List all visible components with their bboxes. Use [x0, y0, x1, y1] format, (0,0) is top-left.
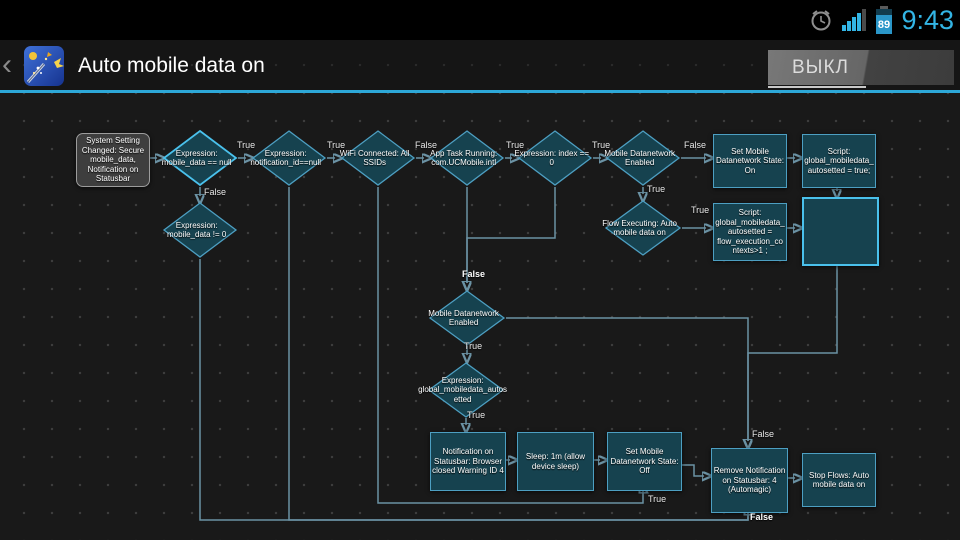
connection-label: False: [684, 140, 707, 150]
node-label: Mobile Datanetwork Enabled: [604, 148, 676, 168]
node-action-script-autosetted-contexts[interactable]: Script: global_mobiledata_autosetted = f…: [713, 203, 787, 261]
node-condition-flow-executing[interactable]: Flow Executing: Auto mobile data on: [602, 200, 682, 256]
signal-strength-icon: [842, 9, 867, 31]
node-condition-app-task-running[interactable]: App Task Running: com.UCMobile.intl: [429, 130, 505, 186]
diamond-shape: [340, 130, 416, 186]
node-label: Script: global_mobiledata_autosetted = t…: [804, 146, 874, 175]
node-label: Remove Notification on Statusbar: 4 (Aut…: [713, 466, 786, 495]
diamond-shape: [429, 130, 505, 186]
node-condition-mobile-datanetwork-enabled-mid[interactable]: Mobile Datanetwork Enabled: [428, 290, 506, 346]
connection-label: True: [648, 494, 667, 504]
connection-label: False: [415, 140, 438, 150]
diamond-shape: [604, 200, 682, 256]
connection-label: True: [647, 184, 666, 194]
node-condition-wifi-connected[interactable]: WiFi Connected: All SSIDs: [340, 130, 416, 186]
node-label: App Task Running: com.UCMobile.intl: [430, 148, 498, 168]
node-condition-expression-index-0[interactable]: Expression: index == 0: [514, 130, 593, 186]
node-action-notification-browser-closed[interactable]: Notification on Statusbar: Browser close…: [430, 432, 506, 491]
node-action-empty[interactable]: [802, 197, 879, 266]
diamond-shape: [251, 130, 327, 186]
diamond-shape: [428, 290, 506, 346]
node-action-script-autosetted-true[interactable]: Script: global_mobiledata_autosetted = t…: [802, 134, 876, 188]
node-condition-expression-global-autosetted[interactable]: Expression: global_mobiledata_autosetted: [418, 362, 507, 418]
node-condition-mobile-datanetwork-enabled-top[interactable]: Mobile Datanetwork Enabled: [604, 130, 681, 186]
node-label: Stop Flows: Auto mobile data on: [808, 470, 870, 490]
connection-label: True: [237, 140, 256, 150]
alarm-clock-icon: [811, 10, 831, 31]
node-label: WiFi Connected: All SSIDs: [339, 148, 410, 168]
diamond-shape: [162, 129, 238, 187]
diamond-shape: [605, 130, 681, 186]
connection-label: True: [327, 140, 346, 150]
connection-label: True: [506, 140, 525, 150]
node-label: Set Mobile Datanetwork State: On: [715, 146, 785, 175]
back-button[interactable]: ‹: [2, 48, 12, 81]
connection-label: False: [750, 512, 774, 522]
node-label: Sleep: 1m (allow device sleep): [525, 452, 586, 471]
node-action-remove-notification[interactable]: Remove Notification on Statusbar: 4 (Aut…: [711, 448, 788, 513]
node-label: Notification on Statusbar: Browser close…: [432, 447, 504, 476]
node-action-stop-flows[interactable]: Stop Flows: Auto mobile data on: [802, 453, 876, 507]
connection-label: True: [467, 410, 486, 420]
diamond-shape: [162, 202, 238, 258]
status-bar: 89 9:43: [0, 0, 960, 40]
connection-label: False: [462, 269, 486, 279]
node-condition-expression-mobile-data-not-0[interactable]: Expression: mobile_data != 0: [162, 202, 238, 258]
diamond-shape: [517, 130, 593, 186]
node-action-set-mobile-data-off[interactable]: Set Mobile Datanetwork State: Off: [607, 432, 682, 491]
node-condition-expression-notification-id-null[interactable]: Expression: notification_id==null: [250, 130, 327, 186]
node-label: System Setting Changed: Secure mobile_da…: [81, 136, 145, 184]
node-label: Expression: mobile_data == null: [161, 148, 232, 168]
node-label: Expression: index == 0: [514, 148, 590, 168]
app-icon[interactable]: [24, 46, 64, 86]
flow-enabled-toggle[interactable]: ВЫКЛ: [768, 50, 954, 85]
toggle-label: ВЫКЛ: [791, 56, 850, 78]
node-action-set-mobile-data-on[interactable]: Set Mobile Datanetwork State: On: [713, 134, 787, 188]
node-label: Expression: mobile_data != 0: [166, 220, 227, 240]
clock-time: 9:43: [901, 5, 954, 35]
node-label: Expression: notification_id==null: [250, 148, 322, 168]
node-condition-expression-mobile-data-null[interactable]: Expression: mobile_data == null: [162, 129, 238, 187]
connection-label: False: [752, 429, 775, 439]
node-label: Expression: global_mobiledata_autosetted: [418, 375, 508, 404]
diamond-shape: [427, 362, 505, 418]
connection-label: False: [204, 187, 227, 197]
page-title: Auto mobile data on: [78, 54, 265, 77]
connection-label: True: [691, 205, 710, 215]
node-label: Set Mobile Datanetwork State: Off: [610, 447, 679, 476]
node-action-sleep-1m[interactable]: Sleep: 1m (allow device sleep): [517, 432, 594, 491]
node-label: Script: global_mobiledata_autosetted = f…: [715, 208, 785, 256]
battery-icon: 89: [876, 6, 893, 34]
connection-label: True: [592, 140, 611, 150]
node-trigger-system-setting-changed[interactable]: System Setting Changed: Secure mobile_da…: [76, 133, 150, 187]
node-label: Mobile Datanetwork Enabled: [428, 308, 499, 328]
toggle-underline: [768, 86, 866, 88]
svg-text:89: 89: [878, 19, 890, 31]
connection-label: True: [464, 341, 483, 351]
node-label: Flow Executing: Auto mobile data on: [602, 218, 677, 238]
